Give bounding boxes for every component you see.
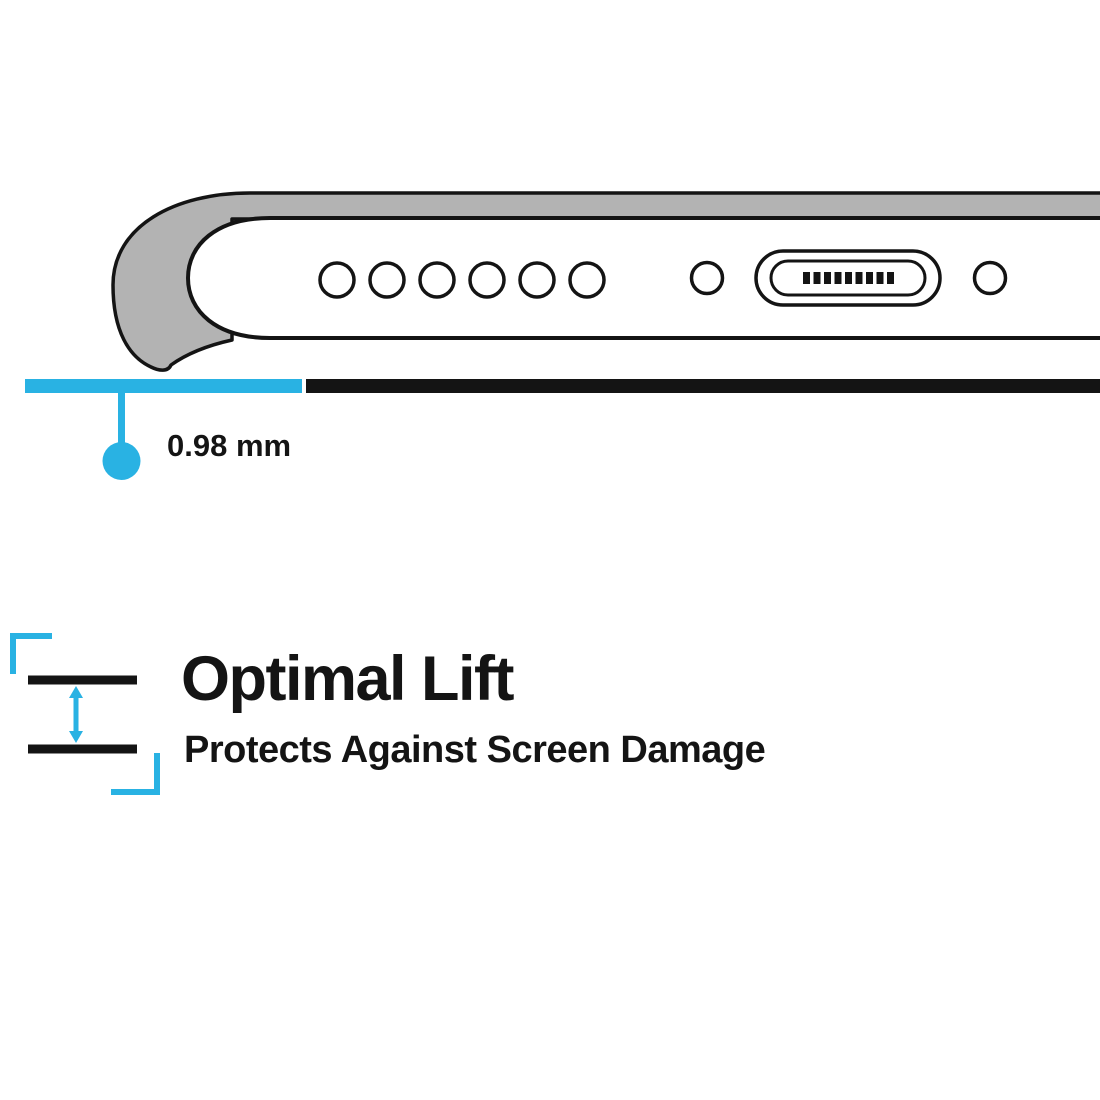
lift-measurement-label: 0.98 mm — [167, 428, 292, 463]
surface-line-dark — [306, 379, 1100, 393]
bracket-bottom-right-icon — [111, 753, 160, 795]
lift-arrow-icon — [69, 686, 83, 743]
phone-bottom-edge — [185, 216, 1100, 340]
speaker-hole — [368, 261, 406, 299]
feature-subtitle: Protects Against Screen Damage — [184, 729, 766, 771]
screw-hole-right — [972, 260, 1008, 296]
measurement-dot — [102, 442, 141, 480]
speaker-hole — [418, 261, 456, 299]
feature-title: Optimal Lift — [181, 644, 514, 714]
speaker-hole — [568, 261, 606, 299]
charging-port — [754, 249, 942, 307]
speaker-holes — [318, 261, 606, 299]
measurement-stem — [118, 386, 125, 448]
screw-hole-left — [689, 260, 725, 296]
case-cross-section — [111, 191, 1100, 372]
lift-gap-icon — [10, 633, 160, 795]
surface-line-accent — [25, 379, 302, 393]
speaker-hole — [468, 261, 506, 299]
speaker-hole — [318, 261, 356, 299]
bracket-top-left-icon — [10, 633, 52, 674]
charging-port-pins — [803, 272, 894, 284]
speaker-hole — [518, 261, 556, 299]
